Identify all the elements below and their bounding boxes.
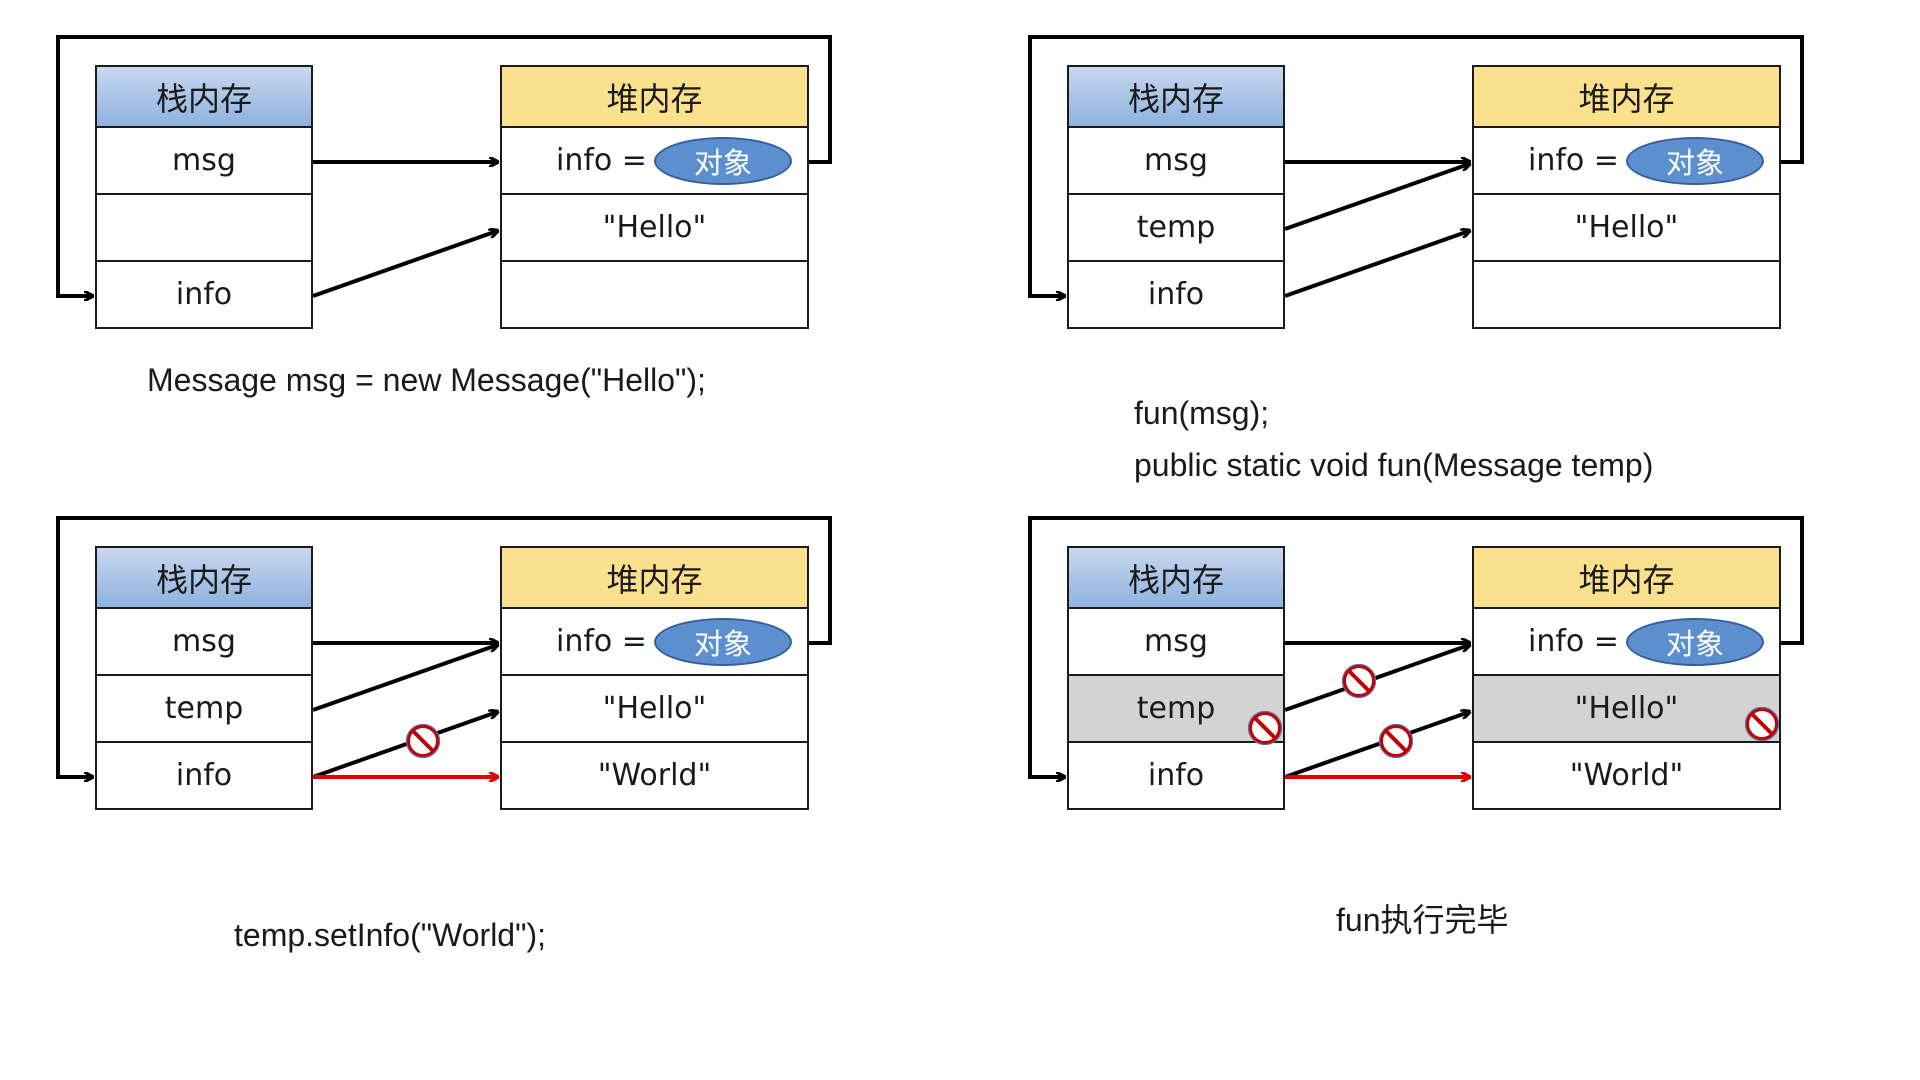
info-to-hello-arrow xyxy=(312,231,497,298)
panel-4-fun-finished: 栈内存 msg temp info 堆内存 info = 对象 "Hello" … xyxy=(972,481,1920,1080)
temp-to-object-arrow-removed xyxy=(1284,645,1469,712)
panel-3-set-info: 栈内存 msg temp info 堆内存 info = 对象 "Hello" … xyxy=(0,481,960,1080)
stack-memory-header: 栈内存 xyxy=(95,546,313,609)
object-to-info-loop-arrow xyxy=(56,35,832,296)
heap-cell-empty xyxy=(1472,260,1781,329)
no-entry-icon xyxy=(1247,710,1283,746)
heap-cell-hello: "Hello" xyxy=(1472,193,1781,262)
stack-cell-info: info xyxy=(1067,741,1285,810)
heap-info-label: info = xyxy=(556,143,647,178)
heap-cell-world: "World" xyxy=(1472,741,1781,810)
object-ellipse: 对象 xyxy=(1626,618,1764,666)
heap-info-label: info = xyxy=(1528,143,1619,178)
caption-panel-4: fun执行完毕 xyxy=(1336,902,1509,938)
stack-cell-msg: msg xyxy=(1067,126,1285,195)
heap-cell-hello: "Hello" xyxy=(500,193,809,262)
heap-memory-header: 堆内存 xyxy=(1472,65,1781,128)
stack-cell-info: info xyxy=(95,741,313,810)
panel-3-arrows xyxy=(56,516,832,1080)
heap-cell-hello-garbage: "Hello" xyxy=(1472,674,1781,743)
stack-cell-temp-released: temp xyxy=(1067,674,1285,743)
stack-memory-header: 栈内存 xyxy=(1067,546,1285,609)
object-to-info-loop-arrow xyxy=(1028,516,1804,777)
stack-cell-empty xyxy=(95,193,313,262)
stack-memory-header: 栈内存 xyxy=(95,65,313,128)
heap-cell-empty xyxy=(500,260,809,329)
stack-cell-info: info xyxy=(95,260,313,329)
panel-1-arrows xyxy=(56,35,832,540)
heap-memory-header: 堆内存 xyxy=(500,65,809,128)
info-to-hello-arrow xyxy=(1284,231,1469,298)
heap-info-label: info = xyxy=(556,624,647,659)
heap-info-label: info = xyxy=(1528,624,1619,659)
heap-memory-header: 堆内存 xyxy=(500,546,809,609)
caption-panel-1: Message msg = new Message("Hello"); xyxy=(147,362,706,398)
temp-to-object-arrow xyxy=(312,645,497,712)
stack-cell-temp: temp xyxy=(95,674,313,743)
stack-cell-msg: msg xyxy=(95,126,313,195)
stack-cell-msg: msg xyxy=(95,607,313,676)
no-entry-icon xyxy=(1341,663,1377,699)
stack-cell-temp: temp xyxy=(1067,193,1285,262)
heap-cell-world: "World" xyxy=(500,741,809,810)
panel-4-arrows xyxy=(1028,516,1804,1080)
stack-memory-header: 栈内存 xyxy=(1067,65,1285,128)
no-entry-icon xyxy=(1744,706,1780,742)
object-to-info-loop-arrow xyxy=(56,516,832,777)
caption-panel-2-line-1: fun(msg); xyxy=(1134,395,1270,431)
object-ellipse: 对象 xyxy=(654,137,792,185)
caption-panel-2-line-2: public static void fun(Message temp) xyxy=(1134,447,1654,483)
object-ellipse: 对象 xyxy=(654,618,792,666)
panel-2-fun-call: 栈内存 msg temp info 堆内存 info = 对象 "Hello" … xyxy=(972,0,1920,540)
no-entry-icon xyxy=(1378,723,1414,759)
heap-memory-header: 堆内存 xyxy=(1472,546,1781,609)
temp-to-object-arrow xyxy=(1284,164,1469,231)
stack-cell-msg: msg xyxy=(1067,607,1285,676)
stack-cell-info: info xyxy=(1067,260,1285,329)
panel-2-arrows xyxy=(1028,35,1804,540)
panel-1-new-message: 栈内存 msg info 堆内存 info = 对象 "Hello" Messa… xyxy=(0,0,960,540)
caption-panel-3: temp.setInfo("World"); xyxy=(234,917,546,953)
info-to-hello-arrow-removed xyxy=(312,712,497,779)
heap-cell-hello: "Hello" xyxy=(500,674,809,743)
no-entry-icon xyxy=(405,723,441,759)
info-to-hello-arrow-removed xyxy=(1284,712,1469,779)
object-ellipse: 对象 xyxy=(1626,137,1764,185)
object-to-info-loop-arrow xyxy=(1028,35,1804,296)
